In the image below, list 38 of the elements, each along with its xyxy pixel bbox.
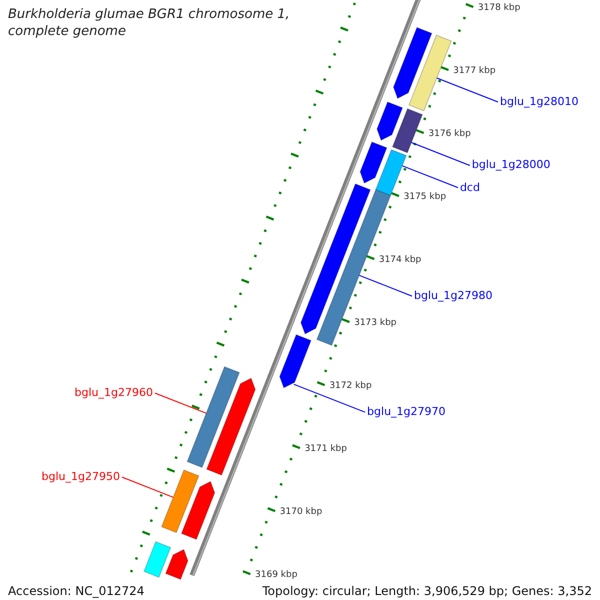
accession-text: Accession: NC_012724: [8, 584, 144, 598]
scale-label: 3174 kbp: [378, 255, 422, 266]
gene-label: bglu_1g27980: [412, 289, 492, 304]
gene-bar: [161, 469, 200, 534]
scale-label: 3175 kbp: [404, 192, 446, 204]
scale-label: 3170 kbp: [280, 507, 322, 518]
gene-label: bglu_1g27950: [42, 470, 122, 484]
genome-summary: Topology: circular; Length: 3,906,529 bp; Genes: 3,352: [262, 584, 592, 598]
leader-line: [293, 384, 366, 413]
gene-bar: [392, 108, 423, 154]
gene-feature: [279, 334, 312, 388]
gene-feature: [206, 378, 256, 476]
gene-bar: [186, 366, 240, 468]
leader-line: [436, 78, 498, 102]
gene-label: bglu_1g27970: [365, 405, 446, 420]
gene-feature: [180, 480, 216, 540]
leader-line: [154, 392, 207, 414]
gene-feature: [376, 101, 404, 141]
gene-feature: [393, 26, 432, 99]
gene-label: bglu_1g28000: [470, 158, 550, 172]
gene-label: bglu_1g27960: [74, 386, 155, 400]
scale-label: 3178 kbp: [478, 3, 520, 14]
scale-label: 3177 kbp: [453, 66, 496, 78]
scale-label: 3173 kbp: [354, 318, 396, 330]
scale-label: 3171 kbp: [304, 444, 347, 456]
gene-feature: [165, 548, 188, 580]
gene-label: bglu_1g28010: [498, 95, 578, 110]
gene-label: dcd: [458, 180, 480, 195]
scale-label: 3169 kbp: [255, 570, 298, 582]
title: Burkholderia glumae BGR1 chromosome 1, complete genome: [8, 6, 291, 40]
leader-line: [358, 274, 412, 297]
leader-line: [410, 142, 470, 166]
gene-feature: [360, 141, 388, 184]
gene-bar: [143, 541, 172, 578]
gene-bar: [408, 34, 452, 112]
scale-label: 3176 kbp: [428, 129, 471, 140]
scale-label: 3172 kbp: [329, 381, 372, 392]
leader-line: [402, 165, 458, 188]
